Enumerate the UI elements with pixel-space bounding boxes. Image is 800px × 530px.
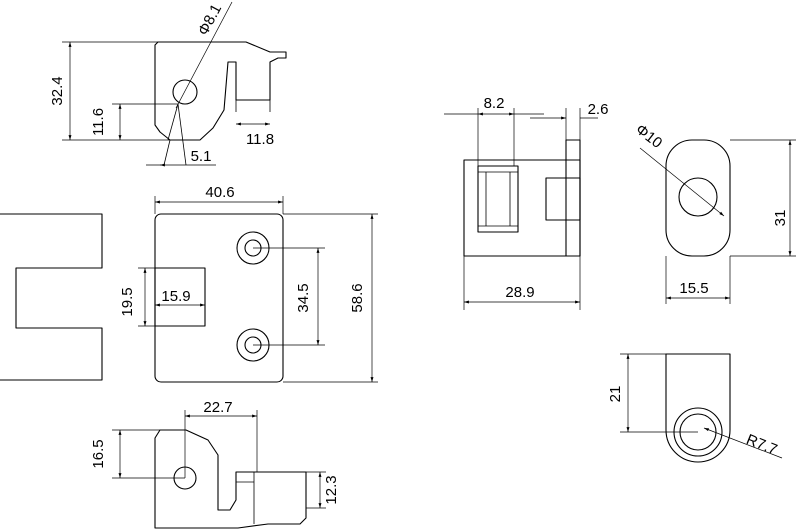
u-shape-outline (0, 213, 103, 381)
view-left-u-shape (0, 213, 103, 381)
side-sleeve (477, 165, 519, 233)
dim-15-9: 15.9 (161, 288, 190, 305)
view-right-side-section: 8.2 2.6 28.9 (444, 95, 608, 310)
dim-12-3: 12.3 (323, 475, 340, 504)
dim-40-6: 40.6 (205, 184, 234, 201)
dim-34-5: 34.5 (295, 283, 312, 312)
bottom-profile-outline (154, 429, 307, 529)
view-top-left-profile: 32.4 11.6 11.8 5.1 Φ8.1 (49, 1, 287, 167)
dim-28-9: 28.9 (505, 284, 534, 301)
dim-r-7-7: R7.7 (744, 431, 780, 459)
view-middle-front: 40.6 19.5 15.9 34.5 58.6 (119, 184, 378, 383)
dim-22-7: 22.7 (203, 399, 232, 416)
dim-5-1: 5.1 (191, 148, 212, 165)
dim-19-5: 19.5 (119, 287, 136, 316)
side-section-outline (463, 159, 581, 257)
dim-phi-8-1: Φ8.1 (195, 1, 225, 38)
eye-outline (665, 353, 731, 463)
rounded-plate-hole (678, 177, 718, 217)
view-right-rounded-plate: Φ10 31 15.5 (632, 121, 796, 304)
dim-2-6: 2.6 (588, 101, 609, 118)
dim-11-8: 11.8 (246, 131, 274, 148)
dim-phi-10: Φ10 (632, 121, 665, 152)
top-profile-hole (172, 79, 198, 105)
dim-32-4: 32.4 (49, 76, 66, 105)
side-flange (565, 139, 581, 257)
dim-58-6: 58.6 (349, 283, 366, 312)
top-profile-outline (154, 41, 287, 141)
front-slot (154, 267, 206, 327)
dim-21: 21 (607, 386, 624, 403)
view-bottom-right-eye: 21 R7.7 (607, 353, 783, 463)
view-bottom-left-profile: 22.7 16.5 12.3 (90, 399, 340, 529)
dim-8-2: 8.2 (484, 95, 505, 112)
rounded-plate-outline (665, 139, 731, 257)
dim-11-6: 11.6 (90, 108, 107, 136)
dim-16-5: 16.5 (90, 439, 107, 468)
dim-15-5: 15.5 (679, 280, 708, 297)
side-boss (545, 177, 581, 221)
dim-31: 31 (772, 210, 789, 227)
